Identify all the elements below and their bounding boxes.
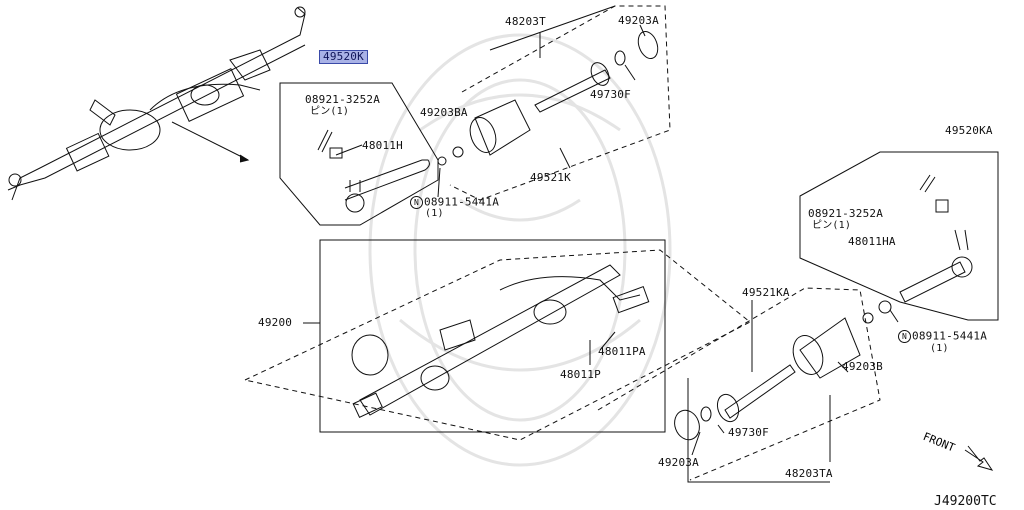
part-49200-label[interactable]: 49200 (258, 316, 293, 329)
n-marker-icon: N (410, 196, 423, 209)
part-49730F-label-bottom[interactable]: 49730F (728, 426, 769, 439)
tie-rod-end-right (899, 174, 973, 303)
part-48011H-label[interactable]: 48011H (362, 139, 403, 152)
rack-assembly-box (319, 239, 666, 433)
tie-rod-end-box (279, 82, 439, 226)
part-08911-text-right: 08911-5441A (912, 329, 988, 343)
watermark-emblem (368, 33, 672, 467)
overview-rack-assembly (7, 6, 306, 201)
boot-bottom (792, 317, 861, 379)
part-49203A-label-bottom[interactable]: 49203A (658, 456, 699, 469)
part-49203BA-label[interactable]: 49203BA (420, 106, 468, 119)
diagram-code: J49200TC (934, 494, 997, 509)
qty-label-right: (1) (930, 343, 949, 354)
steering-rack (351, 264, 650, 418)
part-49521K-label[interactable]: 49521K (530, 171, 571, 184)
part-49520KA-label[interactable]: 49520KA (945, 124, 993, 137)
part-49521KA-label[interactable]: 49521KA (742, 286, 790, 299)
part-49203A-label-top[interactable]: 49203A (618, 14, 659, 27)
front-arrow (964, 445, 994, 471)
part-08921-label-left[interactable]: 08921-3252A (305, 93, 381, 106)
n-marker-icon: N (898, 330, 911, 343)
pin-qty-label-right: ピン(1) (812, 220, 852, 231)
part-48011HA-label[interactable]: 48011HA (848, 235, 896, 248)
part-48203TA-label[interactable]: 48203TA (785, 467, 833, 480)
boot-box-top (449, 5, 671, 201)
part-49203B-label[interactable]: 49203B (842, 360, 883, 373)
part-48011P-label[interactable]: 48011P (560, 368, 601, 381)
part-08911-text-left: 08911-5441A (424, 195, 500, 209)
part-49730F-label-top[interactable]: 49730F (590, 88, 631, 101)
qty-label-left: (1) (425, 208, 444, 219)
boot-box-bottom (597, 287, 881, 481)
boot-top (469, 99, 531, 156)
part-08921-label-right[interactable]: 08921-3252A (808, 207, 884, 220)
part-49520K-label[interactable]: 49520K (319, 50, 368, 64)
pin-qty-label-left: ピン(1) (310, 106, 350, 117)
tie-rod-end-box-right (799, 151, 999, 321)
tie-rod-end-left (317, 129, 430, 213)
part-48203T-label[interactable]: 48203T (505, 15, 546, 28)
inner-tie-rod-bottom (674, 312, 874, 441)
part-48011PA-label[interactable]: 48011PA (598, 345, 646, 358)
